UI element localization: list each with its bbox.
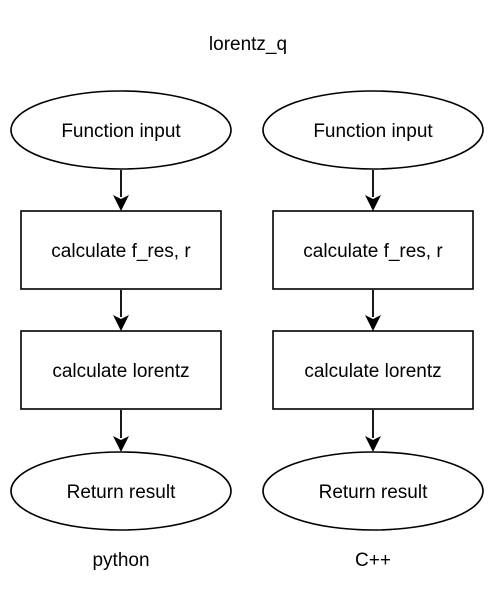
python-flow: Function input calculate f_res, r calcul… (10, 90, 232, 571)
cpp-return-result-label: Return result (319, 482, 428, 503)
cpp-flow: Function input calculate f_res, r calcul… (262, 90, 484, 571)
diagram-title: lorentz_q (209, 34, 287, 55)
cpp-arrowhead-1 (365, 195, 381, 211)
cpp-function-input-node (262, 90, 484, 170)
cpp-function-input-label: Function input (313, 121, 433, 142)
python-function-input-node (10, 90, 232, 170)
cpp-arrowhead-3 (365, 436, 381, 452)
cpp-arrowhead-2 (365, 315, 381, 331)
cpp-calc-lorentz-label: calculate lorentz (304, 361, 441, 382)
python-arrowhead-1 (113, 195, 129, 211)
python-calc-fres-label: calculate f_res, r (51, 241, 191, 262)
python-function-input-label: Function input (61, 121, 181, 142)
python-arrowhead-3 (113, 436, 129, 452)
python-calc-lorentz-label: calculate lorentz (52, 361, 189, 382)
cpp-calc-fres-label: calculate f_res, r (303, 241, 443, 262)
python-caption: python (92, 550, 149, 571)
cpp-caption: C++ (355, 550, 391, 571)
python-calc-fres-node (20, 210, 222, 290)
python-arrowhead-2 (113, 315, 129, 331)
python-return-result-label: Return result (67, 482, 176, 503)
